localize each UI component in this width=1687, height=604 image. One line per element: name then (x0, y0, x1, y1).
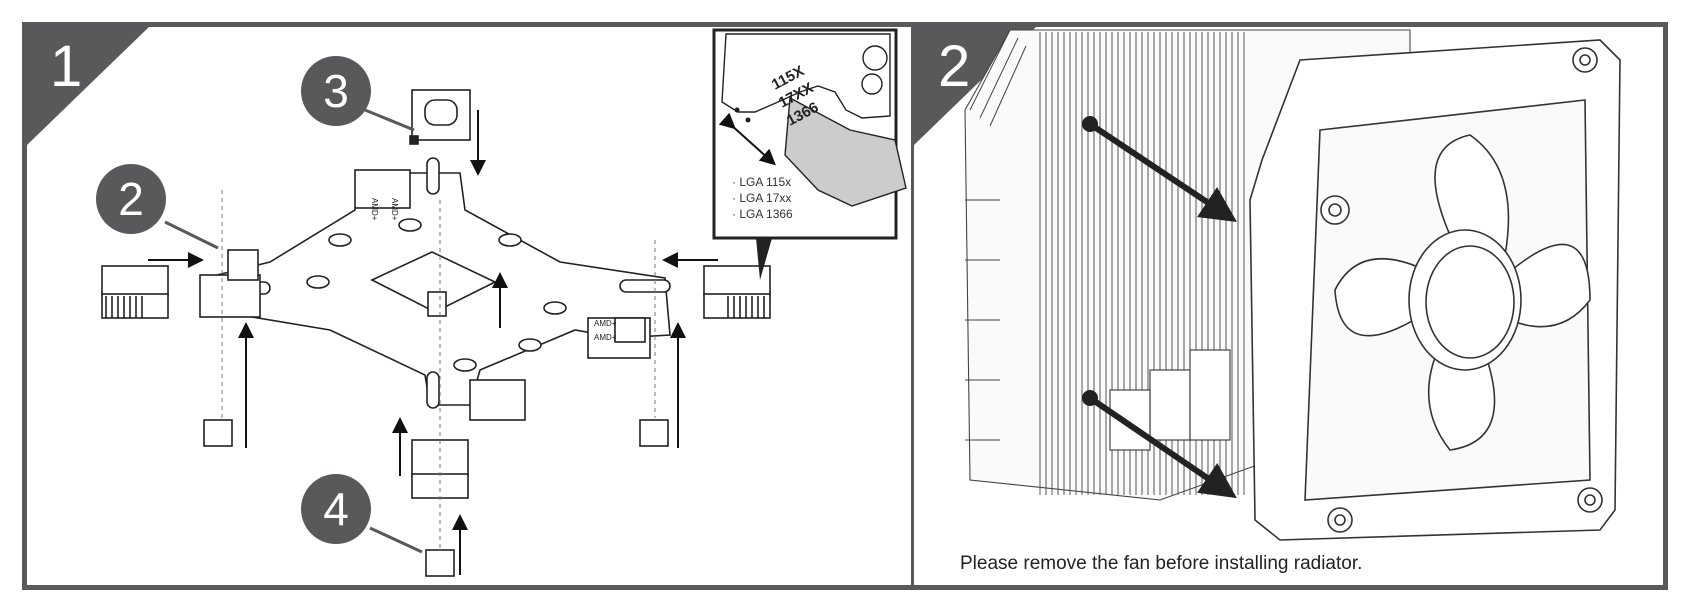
bracket-assembly-diagram: AMD+ AMD+ AMD+ AMD+ (101, 89, 772, 577)
socket-inset-detail: 115X 17XX 1366 (712, 28, 907, 240)
panel-divider (911, 22, 914, 590)
step-1-corner-badge (27, 27, 149, 145)
step-2-label: 2 (938, 34, 971, 99)
callout-3: 3 (301, 56, 371, 126)
marking-top-right: AMD+ (390, 198, 399, 221)
callout-2: 2 (96, 164, 166, 234)
inset-clip (784, 96, 907, 207)
standoff-bottom (425, 549, 455, 577)
step-1-label: 1 (50, 34, 83, 99)
tab-bottom (469, 379, 526, 421)
legend-lga-1366: · LGA 1366 (732, 207, 793, 221)
step-2-caption: Please remove the fan before installing … (960, 553, 1363, 574)
fan (1249, 39, 1621, 541)
tab-top (354, 169, 411, 209)
legend-lga-17xx: · LGA 17xx (732, 191, 792, 205)
heat-pipes (1109, 349, 1231, 451)
standoff-right (639, 419, 669, 447)
clip-top (409, 89, 471, 145)
clip-right (703, 265, 771, 319)
callout-4: 4 (301, 474, 371, 544)
standoff-left (203, 419, 233, 447)
marking-right-lower: AMD+ (594, 333, 617, 342)
marking-right-upper: AMD+ (594, 319, 617, 328)
legend-lga-115x: · LGA 115x (732, 175, 792, 189)
standoff-center (427, 291, 447, 317)
inset-legend: · LGA 115x · LGA 17xx · LGA 1366 (732, 174, 793, 222)
marking-top-left: AMD+ (370, 198, 379, 221)
clip-left (101, 265, 169, 319)
